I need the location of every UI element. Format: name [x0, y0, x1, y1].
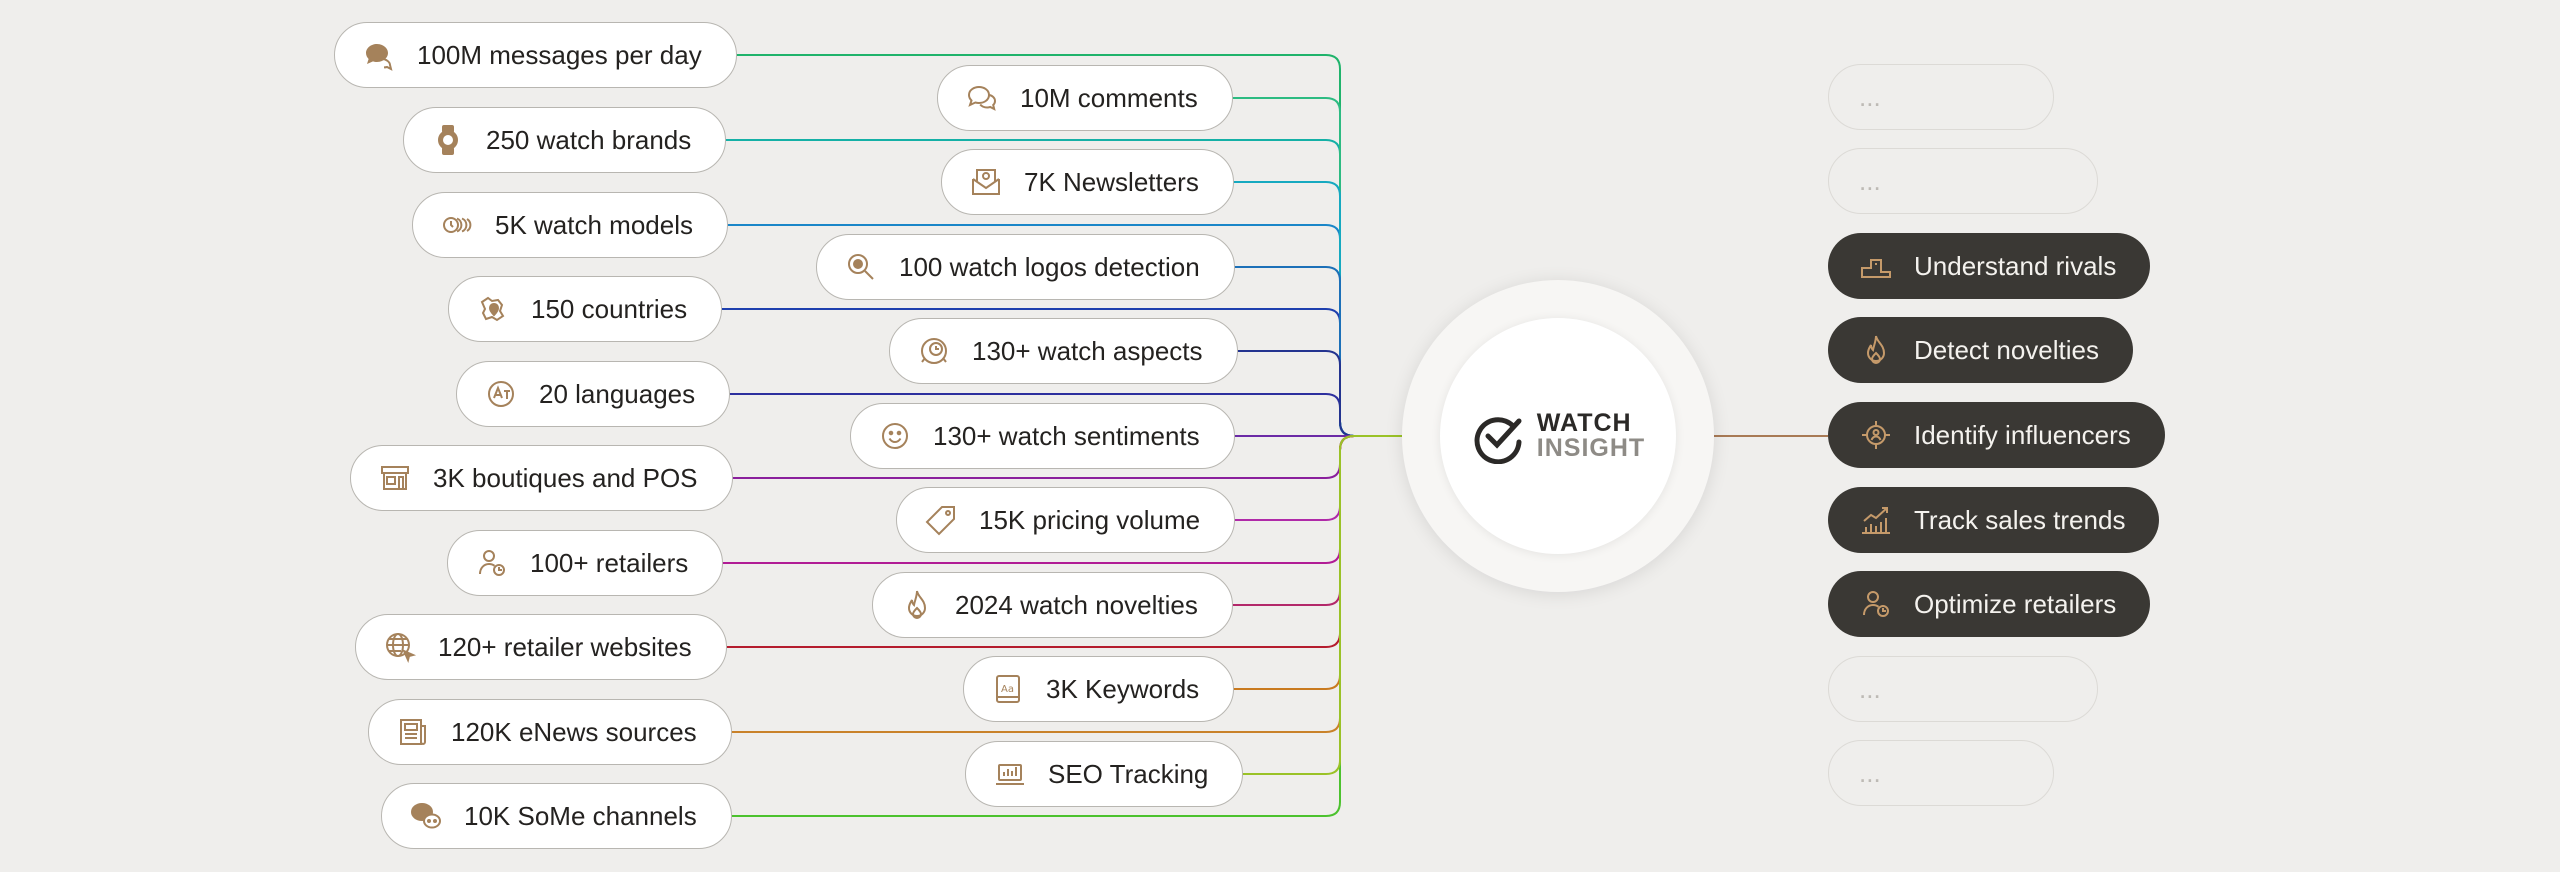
source-pill-sentiments[interactable]: 130+ watch sentiments [850, 403, 1235, 469]
source-label: 100M messages per day [417, 39, 702, 70]
influencer-target-icon [1858, 417, 1894, 453]
podium-icon [1858, 248, 1894, 284]
source-label: 250 watch brands [486, 124, 692, 155]
retailer-person-icon [474, 545, 510, 581]
svg-text:Aa: Aa [1001, 684, 1014, 695]
source-pill-novelties[interactable]: 2024 watch novelties [872, 572, 1233, 638]
outcome-optimize-retailers[interactable]: Optimize retailers [1828, 571, 2151, 637]
logo-word-watch: WATCH [1536, 409, 1632, 437]
outcome-label: ... [1859, 673, 1881, 704]
outcome-detect-novelties[interactable]: Detect novelties [1828, 317, 2133, 383]
source-pill-countries[interactable]: 150 countries [448, 276, 723, 342]
watch-models-icon [439, 207, 475, 243]
source-pill-retailer-websites[interactable]: 120+ retailer websites [355, 614, 727, 680]
sales-chart-icon [1858, 502, 1894, 538]
checkmark-circle-icon [1474, 417, 1522, 464]
logo-detection-icon [843, 249, 879, 285]
flame-icon [899, 587, 935, 623]
source-label: 7K Newsletters [1024, 166, 1199, 197]
price-tag-icon [923, 502, 959, 538]
outcome-label: ... [1859, 757, 1881, 788]
source-label: 10K SoMe channels [464, 800, 697, 831]
source-label: 100+ retailers [530, 547, 689, 578]
outcome-placeholder: ... [1828, 656, 2098, 722]
source-label: 130+ watch sentiments [933, 420, 1200, 451]
connector-line-middle-8 [1232, 435, 1402, 775]
social-chat-icon [408, 798, 444, 834]
outcome-label: ... [1859, 165, 1881, 196]
watch-insight-logo: WATCH INSIGHT [1471, 408, 1645, 464]
source-pill-brands[interactable]: 250 watch brands [403, 107, 727, 173]
keywords-book-icon: Aa [990, 671, 1026, 707]
source-label: 120K eNews sources [451, 716, 697, 747]
source-pill-languages[interactable]: 20 languages [456, 361, 731, 427]
source-pill-newsletters[interactable]: 7K Newsletters [941, 149, 1234, 215]
outcome-placeholder: ... [1828, 740, 2054, 806]
watch-icon [430, 122, 466, 158]
outcome-label: Track sales trends [1914, 504, 2126, 535]
outcome-label: Identify influencers [1914, 419, 2131, 450]
world-map-pin-icon [475, 291, 511, 327]
outcome-track-sales-trends[interactable]: Track sales trends [1828, 487, 2160, 553]
comments-icon [964, 80, 1000, 116]
watch-insight-hub[interactable]: WATCH INSIGHT [1440, 318, 1676, 554]
source-pill-comments[interactable]: 10M comments [937, 65, 1233, 131]
newspaper-icon [395, 714, 431, 750]
watch-aspects-icon [916, 333, 952, 369]
outcome-label: Optimize retailers [1914, 588, 2117, 619]
globe-cursor-icon [382, 629, 418, 665]
seo-laptop-icon [992, 756, 1028, 792]
source-label: 10M comments [1020, 82, 1198, 113]
source-label: 3K boutiques and POS [433, 462, 698, 493]
smiley-icon [877, 418, 913, 454]
outcome-label: Understand rivals [1914, 250, 2117, 281]
translate-icon [483, 376, 519, 412]
source-label: 100 watch logos detection [899, 251, 1200, 282]
outcome-identify-influencers[interactable]: Identify influencers [1828, 402, 2165, 468]
source-label: 3K Keywords [1046, 673, 1200, 704]
chat-bubbles-icon [361, 37, 397, 73]
outcome-understand-rivals[interactable]: Understand rivals [1828, 233, 2151, 299]
logo-word-insight: INSIGHT [1536, 434, 1646, 462]
source-label: 15K pricing volume [979, 504, 1201, 535]
source-pill-enews[interactable]: 120K eNews sources [368, 699, 732, 765]
outcome-label: ... [1859, 81, 1881, 112]
source-pill-seo[interactable]: SEO Tracking [965, 741, 1244, 807]
source-pill-pricing[interactable]: 15K pricing volume [896, 487, 1236, 553]
flame-icon [1858, 332, 1894, 368]
source-pill-messages[interactable]: 100M messages per day [334, 22, 737, 88]
storefront-icon [377, 460, 413, 496]
source-pill-retailers[interactable]: 100+ retailers [447, 530, 724, 596]
outcome-label: Detect novelties [1914, 334, 2099, 365]
source-label: 130+ watch aspects [972, 335, 1203, 366]
source-pill-some[interactable]: 10K SoMe channels [381, 783, 732, 849]
outcome-placeholder: ... [1828, 64, 2054, 130]
source-label: 5K watch models [495, 209, 693, 240]
source-pill-aspects[interactable]: 130+ watch aspects [889, 318, 1238, 384]
source-pill-models[interactable]: 5K watch models [412, 192, 728, 258]
source-label: 20 languages [539, 378, 696, 409]
outcome-placeholder: ... [1828, 148, 2098, 214]
source-label: 120+ retailer websites [438, 631, 692, 662]
retailer-person-icon [1858, 586, 1894, 622]
source-pill-logo-detection[interactable]: 100 watch logos detection [816, 234, 1235, 300]
source-label: 150 countries [531, 293, 688, 324]
source-pill-keywords[interactable]: Aa 3K Keywords [963, 656, 1235, 722]
newsletter-icon [968, 164, 1004, 200]
source-label: 2024 watch novelties [955, 589, 1198, 620]
source-pill-boutiques[interactable]: 3K boutiques and POS [350, 445, 733, 511]
source-label: SEO Tracking [1048, 758, 1209, 789]
